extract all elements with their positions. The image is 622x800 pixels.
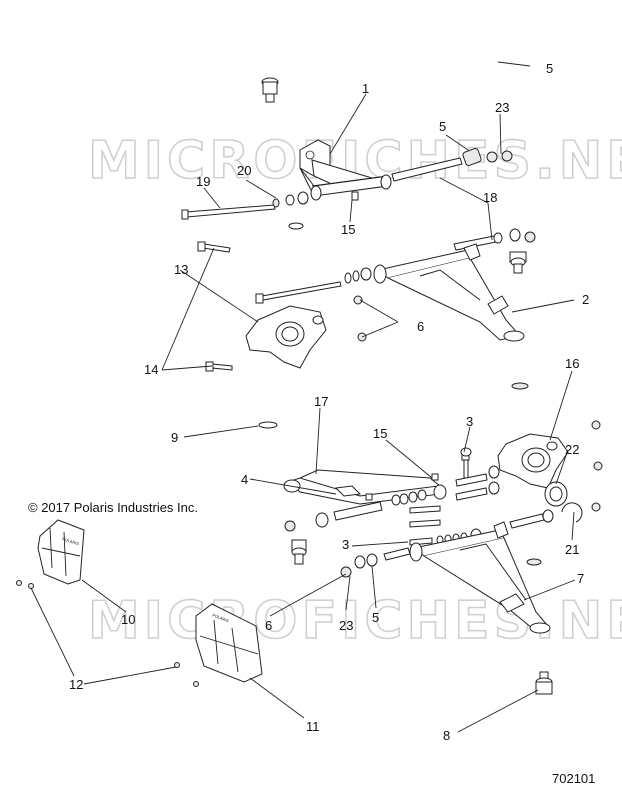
callout-3-lower: 3 (342, 537, 349, 552)
steering-knuckle-part-16 (497, 382, 569, 489)
callout-15-upper: 15 (341, 222, 355, 237)
callout-20: 20 (237, 163, 251, 178)
callout-22: 22 (565, 442, 579, 457)
copyright-text: © 2017 Polaris Industries Inc. (28, 500, 198, 515)
drawing-number: 702101 (552, 771, 595, 786)
bushings-lower (284, 520, 411, 578)
skid-guard-part-10: POLARIS (37, 519, 85, 585)
callout-8: 8 (443, 728, 450, 743)
o-ring-part-9 (258, 421, 278, 429)
callout-2: 2 (582, 292, 589, 307)
ball-joint-right (509, 251, 527, 274)
bolt-part-19 (181, 204, 276, 220)
callout-7: 7 (577, 571, 584, 586)
callout-23-top: 23 (495, 100, 509, 115)
callout-12: 12 (69, 677, 83, 692)
long-bolt-arm-2 (255, 281, 342, 304)
callout-6-upper: 6 (417, 319, 424, 334)
callout-5-top: 5 (546, 61, 553, 76)
callout-4: 4 (241, 472, 248, 487)
leader-lines (30, 93, 576, 733)
callout-5-bottom: 5 (372, 610, 379, 625)
callout-5-mid: 5 (439, 119, 446, 134)
bolts-part-14 (197, 241, 233, 372)
callout-15-lower: 15 (373, 426, 387, 441)
callout-10: 10 (121, 612, 135, 627)
callout-16: 16 (565, 356, 579, 371)
ball-joint-left (291, 539, 307, 565)
fasteners-right (526, 420, 603, 566)
guard-10-logo: POLARIS (62, 536, 80, 546)
ball-joint-part-8 (535, 671, 553, 695)
bushings-upper (272, 61, 531, 230)
callout-6-lower: 6 (265, 618, 272, 633)
callout-14: 14 (144, 362, 158, 377)
callout-9: 9 (171, 430, 178, 445)
callout-3-upper: 3 (466, 414, 473, 429)
callout-23-bottom: 23 (339, 618, 353, 633)
callout-1: 1 (362, 81, 369, 96)
a-arm-part-7 (409, 509, 554, 634)
a-arm-part-2 (373, 243, 525, 342)
steering-knuckle-part-13 (245, 305, 327, 369)
guard-11-logo: POLARIS (212, 612, 230, 623)
bushings-part-4-row (315, 447, 500, 528)
callout-17: 17 (314, 394, 328, 409)
callout-11: 11 (306, 719, 320, 734)
callouts: 1 2 3 3 4 5 5 5 6 6 7 8 9 10 11 12 13 14… (69, 61, 589, 743)
snap-ring-part-21 (561, 502, 583, 523)
callout-18: 18 (483, 190, 497, 205)
skid-guard-part-11: POLARIS (195, 603, 263, 683)
callout-19: 19 (196, 174, 210, 189)
callout-13: 13 (174, 262, 188, 277)
upper-a-arm-part-1 (299, 139, 392, 201)
callout-21: 21 (565, 542, 579, 557)
ball-joint-top (261, 77, 279, 103)
bushings-arm-2 (344, 228, 536, 342)
bearing-part-22 (544, 481, 568, 507)
